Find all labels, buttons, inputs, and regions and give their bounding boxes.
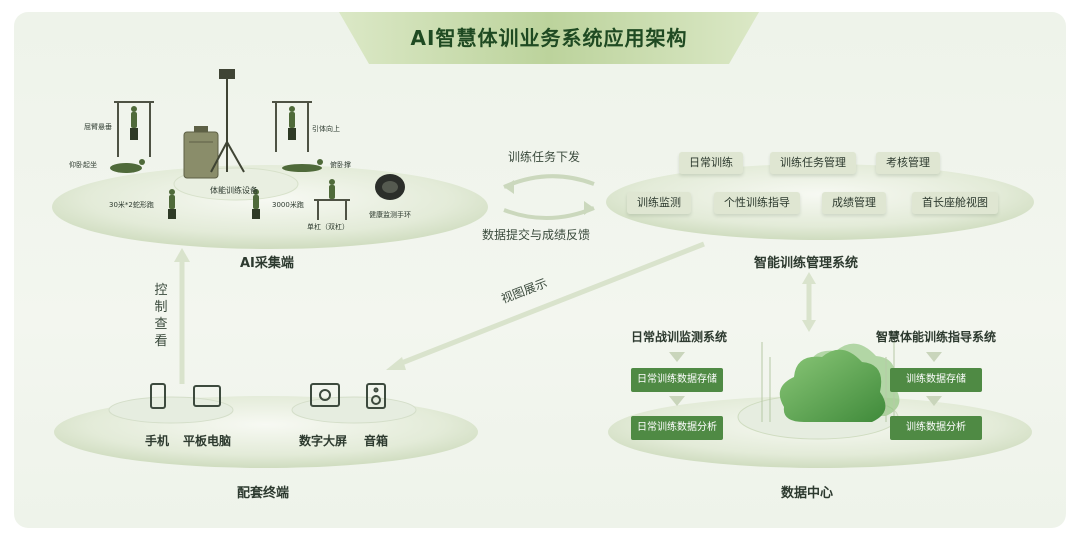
- right-storage-box: 训练数据存储: [890, 368, 982, 392]
- item-pullup: 引体向上: [312, 125, 340, 133]
- control-arrow-icon: [174, 248, 190, 384]
- ai-collection-title: AI采集端: [240, 256, 294, 271]
- chip-assessment: 考核管理: [876, 152, 940, 174]
- terminals-title: 配套终端: [237, 486, 290, 501]
- management-platform: [606, 164, 1034, 240]
- left-system-title: 日常战训监测系统: [631, 330, 728, 344]
- item-hang: 屈臂悬垂: [84, 123, 112, 131]
- management-title: 智能训练管理系统: [754, 256, 859, 271]
- title-tab: [339, 12, 759, 64]
- left-analysis-box: 日常训练数据分析: [631, 416, 723, 440]
- phone-icon: [150, 383, 166, 409]
- background-shapes: [52, 12, 1034, 468]
- chip-cockpit-view: 首长座舱视图: [912, 192, 998, 214]
- device-phone-label: 手机: [145, 434, 170, 448]
- page-title: AI智慧体训业务系统应用架构: [410, 26, 688, 50]
- device-tablet-label: 平板电脑: [183, 434, 232, 448]
- health-band-icon: [375, 174, 405, 200]
- tablet-icon: [193, 385, 221, 407]
- chip-monitoring: 训练监测: [627, 192, 691, 214]
- item-3000m: 3000米跑: [272, 201, 304, 209]
- right-analysis-box: 训练数据分析: [890, 416, 982, 440]
- item-situp: 仰卧起坐: [69, 161, 97, 169]
- chip-task-management: 训练任务管理: [770, 152, 856, 174]
- left-storage-box: 日常训练数据存储: [631, 368, 723, 392]
- sync-arrows-icon: [503, 174, 595, 220]
- submit-feedback-label: 数据提交与成绩反馈: [482, 228, 591, 242]
- speaker-icon: [366, 383, 386, 409]
- item-pushup: 俯卧撑: [330, 161, 351, 169]
- equipment-label: 体能训练设备: [210, 186, 258, 195]
- item-bars: 单杠（双杠）: [307, 223, 349, 231]
- architecture-canvas: AI智慧体训业务系统应用架构 屈臂悬垂 仰卧起坐 30米*2蛇形跑 引体向上 俯…: [14, 12, 1066, 528]
- chip-daily-training: 日常训练: [679, 152, 743, 174]
- equipment-case-icon: [183, 126, 219, 179]
- datacenter-title: 数据中心: [781, 486, 834, 501]
- camera-tripod-icon: [210, 69, 245, 173]
- device-speaker-label: 音箱: [364, 434, 389, 448]
- athlete-figures-icon: [110, 106, 335, 219]
- pullup-bar-right-icon: [272, 101, 312, 152]
- right-system-title: 智慧体能训练指导系统: [876, 330, 997, 344]
- item-health-band: 健康监测手环: [369, 211, 411, 219]
- bidirectional-arrow-icon: [802, 272, 816, 332]
- cloud-icon: [779, 343, 900, 422]
- pullup-bar-left-icon: [114, 101, 154, 157]
- big-screen-icon: [310, 383, 340, 407]
- task-down-label: 训练任务下发: [508, 150, 581, 164]
- control-view-label: 控制查看: [154, 283, 168, 349]
- chip-personal-guidance: 个性训练指导: [714, 192, 800, 214]
- parallel-bars-icon: [314, 199, 350, 220]
- device-screen-label: 数字大屏: [299, 434, 348, 448]
- chip-score-management: 成绩管理: [822, 192, 886, 214]
- view-display-arrow-icon: [386, 241, 705, 370]
- item-snake-run: 30米*2蛇形跑: [109, 201, 154, 209]
